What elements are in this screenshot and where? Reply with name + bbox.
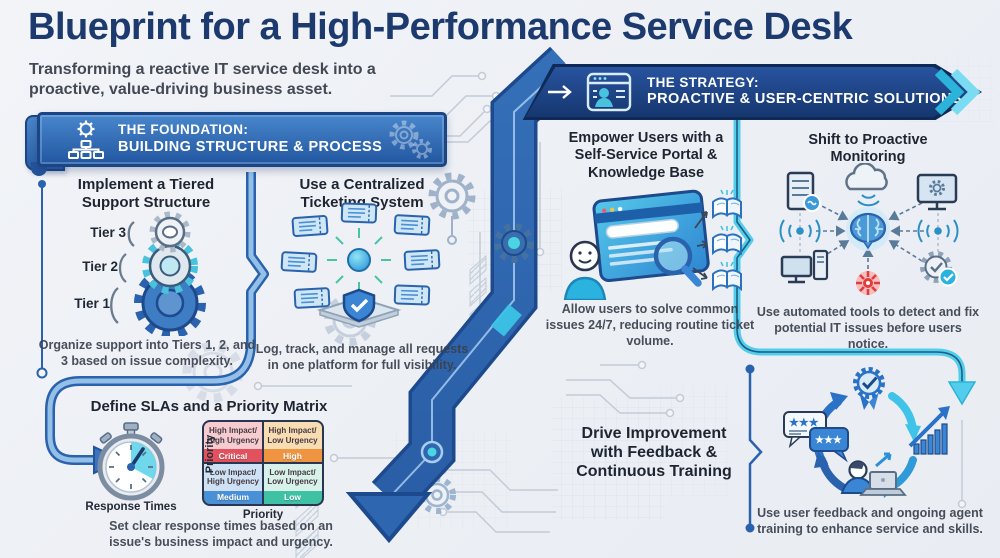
strategy-line1: THE STRATEGY: <box>647 74 759 90</box>
portal-user-icon <box>586 72 632 112</box>
matrix-cell-low: Low Impact/Low Urgency Low <box>263 463 322 504</box>
user-smile-icon <box>563 240 607 300</box>
ticket-icon <box>340 202 378 224</box>
strategy-flow-band <box>733 106 977 406</box>
ticket-icon <box>293 287 331 309</box>
ticket-icon <box>393 284 431 306</box>
tiered-caption: Organize support into Tiers 1, 2, and 3 … <box>38 338 256 368</box>
hub-icon <box>347 248 371 272</box>
wifi-icon <box>779 219 821 243</box>
matrix-cell-critical: High Impact/High Urgency Critical <box>204 422 262 462</box>
ticket-icon <box>403 249 441 271</box>
cloud-icon <box>845 163 888 207</box>
magnifier-icon <box>653 236 702 287</box>
growth-chart-icon <box>908 406 950 455</box>
feedback-section-title: Drive Improvement with Feedback & Contin… <box>576 425 732 481</box>
wifi-icon <box>917 219 959 243</box>
priority-matrix: Priority High Impact/High Urgency Critic… <box>202 420 324 521</box>
page-subtitle: Transforming a reactive IT service desk … <box>29 61 376 99</box>
knowledge-book-icon <box>712 225 742 254</box>
path-circle-node <box>420 440 444 464</box>
arrow-right-icon <box>548 85 572 99</box>
agent-laptop-icon <box>840 452 907 496</box>
cell-condition: Low Urgency <box>267 435 318 445</box>
foundation-line2: BUILDING STRUCTURE & PROCESS <box>118 138 383 155</box>
monitoring-caption: Use automated tools to detect and fix po… <box>756 305 980 351</box>
foundation-line1: THE FOUNDATION: <box>118 122 249 138</box>
chevron-arrows-icon <box>934 68 981 116</box>
sla-section-title: Define SLAs and a Priority Matrix <box>90 398 328 415</box>
cell-condition: High Impact/ <box>208 426 257 436</box>
monitor-icon <box>916 173 958 211</box>
priority-matrix-grid: High Impact/High Urgency Critical High I… <box>202 420 324 506</box>
selfservice-portal-icon <box>563 189 742 300</box>
cell-condition: High Urgency <box>206 477 259 486</box>
path-cyan-chip <box>490 304 522 337</box>
browser-portal-icon <box>592 189 710 283</box>
svg-text:★★★: ★★★ <box>815 435 842 446</box>
knowledge-book-icon <box>712 261 742 290</box>
tier3-label: Tier 3 <box>90 225 126 240</box>
main-flow-path <box>345 46 582 544</box>
ticketing-section-title: Use a Centralized Ticketing System <box>299 176 425 211</box>
matrix-cell-medium: Low Impact/High Urgency Medium <box>204 463 262 504</box>
cell-level: High <box>263 449 322 462</box>
ticketing-caption: Log, track, and manage all requests in o… <box>255 342 469 372</box>
shield-check-icon <box>316 288 402 328</box>
ticket-icon <box>291 214 329 238</box>
cell-condition: Low Impact/ <box>269 467 316 477</box>
tier1-label: Tier 1 <box>74 296 110 311</box>
foundation-banner: THE FOUNDATION: BUILDING STRUCTURE & PRO… <box>25 112 447 176</box>
flow-arrow-down-icon <box>947 381 977 406</box>
cell-level: Medium <box>204 490 262 504</box>
path-gear-node <box>494 223 534 263</box>
matrix-x-axis-label: Priority <box>242 508 284 521</box>
tier2-label: Tier 2 <box>82 259 118 274</box>
stopwatch-icon <box>97 422 165 501</box>
selfservice-caption: Allow users to solve common issues 24/7,… <box>545 302 755 348</box>
cell-level: Low <box>263 490 322 504</box>
strategy-line2: PROACTIVE & USER-CENTRIC SOLUTIONS <box>647 91 962 108</box>
cell-condition: Low Impact/ <box>209 467 257 477</box>
svg-text:★★★: ★★★ <box>789 417 819 429</box>
cell-condition: High Urgency <box>206 435 259 445</box>
cell-condition: High Impact/ <box>268 426 317 436</box>
accent-lines <box>36 180 763 533</box>
strategy-banner: THE STRATEGY: PROACTIVE & USER-CENTRIC S… <box>518 64 982 120</box>
monitoring-section-title: Shift to Proactive Monitoring <box>808 132 928 166</box>
gear-icon <box>389 120 432 159</box>
strategy-banner-text: THE STRATEGY: PROACTIVE & USER-CENTRIC S… <box>647 75 962 109</box>
tiered-gears-icon: Tier 3 Tier 2 Tier 1 <box>74 211 206 336</box>
cell-condition: Low Urgency <box>267 477 318 486</box>
selfservice-section-title: Empower Users with a Self-Service Portal… <box>568 130 724 181</box>
feedback-stars-icon: ★★★ ★★★ <box>783 411 849 463</box>
flow-arrow-down-icon <box>345 492 433 544</box>
badge-check-icon <box>853 367 885 410</box>
gear-sitemap-icon <box>68 120 104 159</box>
matrix-y-axis-label: Priority <box>204 434 216 474</box>
page-title: Blueprint for a High-Performance Service… <box>28 6 853 48</box>
knowledge-book-icon <box>712 189 742 218</box>
foundation-banner-text: THE FOUNDATION: BUILDING STRUCTURE & PRO… <box>118 122 382 156</box>
ticket-icon <box>393 214 431 236</box>
portal-to-book-arrows <box>692 211 708 280</box>
gear-check-icon <box>920 251 958 287</box>
alert-icon <box>856 271 880 295</box>
response-times-label: Response Times <box>85 501 177 513</box>
ticket-icon <box>280 251 318 273</box>
desktop-pc-icon <box>780 249 829 284</box>
server-icon <box>786 171 821 212</box>
brain-icon <box>846 207 890 251</box>
cell-level: Critical <box>204 449 262 462</box>
tiered-section-title: Implement a Tiered Support Structure <box>77 176 215 211</box>
matrix-cell-high: High Impact/Low Urgency High <box>263 422 322 462</box>
sla-caption: Set clear response times based on an iss… <box>109 519 333 549</box>
feedback-caption: Use user feedback and ongoing agent trai… <box>757 506 983 536</box>
feedback-cycle-icon: ★★★ ★★★ <box>783 367 950 498</box>
hub-rays <box>327 228 391 292</box>
ticketing-hub-icon <box>280 202 441 328</box>
monitoring-diagram-icon <box>779 163 959 295</box>
